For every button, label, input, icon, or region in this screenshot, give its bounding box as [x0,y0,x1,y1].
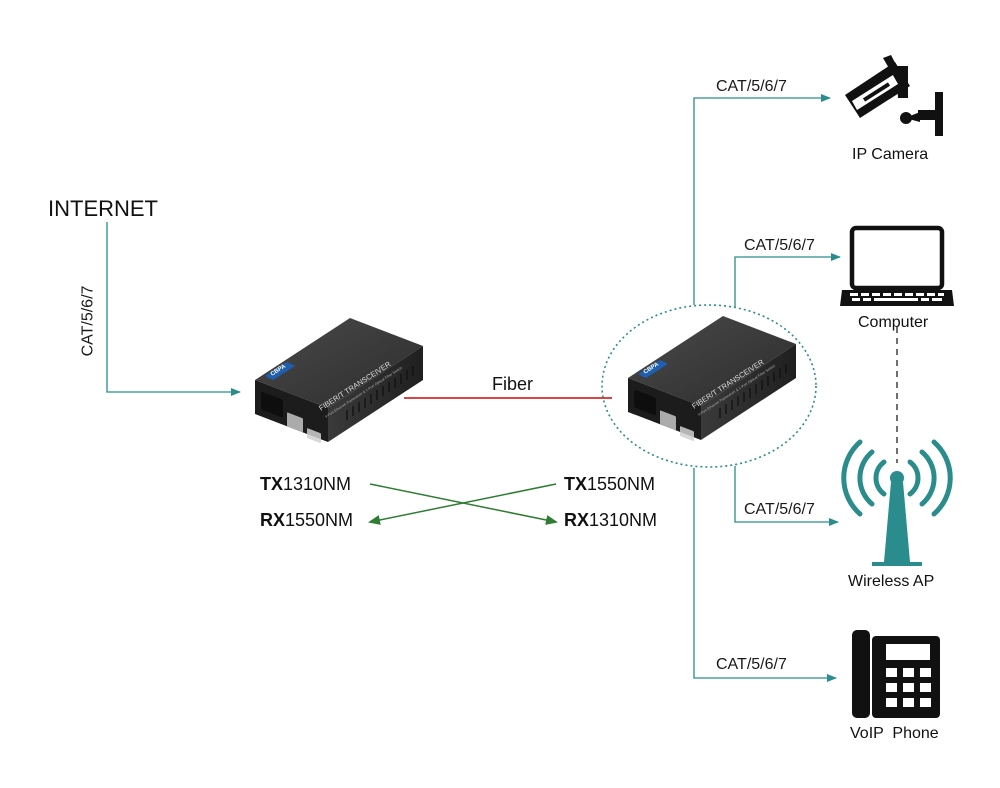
left-tx-prefix: TX [260,474,284,494]
ip-camera-label: IP Camera [852,146,929,163]
computer-cable-label: CAT/5/6/7 [744,237,815,254]
computer-label: Computer [858,314,929,331]
internet-cable-label: CAT/5/6/7 [79,285,97,357]
highlight-ellipse [601,304,817,468]
fiber-label: Fiber [492,374,534,394]
left-tx-label: TX1310NM [260,474,351,495]
right-transceiver: CBPA FIBER/T TRANSCEIVER 4-Port Ethernet… [628,316,796,442]
right-tx-prefix: TX [564,474,588,494]
right-rx-label: RX1310NM [564,510,657,531]
right-tx-value: 1550NM [587,474,656,494]
camera-cable-label: CAT/5/6/7 [716,78,787,95]
wireless-ap-icon [841,439,953,566]
phone-cable-label: CAT/5/6/7 [716,656,787,673]
voip-phone-icon [852,630,940,718]
computer-icon [840,225,954,306]
left-rx-value: 1550NM [285,510,354,530]
phone-cable [693,468,837,682]
tx1550-arrow [368,483,557,525]
right-rx-value: 1310NM [589,510,658,530]
ip-camera-icon [845,55,943,136]
internet-label: INTERNET [48,196,158,221]
camera-cable [693,94,831,305]
computer-cable [734,253,841,307]
left-rx-prefix: RX [260,510,286,530]
left-transceiver: CBPA FIBER/T TRANSCEIVER 4-Port Ethernet… [255,318,423,444]
left-tx-value: 1310NM [283,474,352,494]
ap-cable-label: CAT/5/6/7 [744,501,815,518]
left-rx-label: RX1550NM [260,510,353,531]
wireless-ap-label: Wireless AP [848,573,935,590]
right-rx-prefix: RX [564,510,590,530]
internet-cable [106,222,241,396]
voip-phone-label: VoIP Phone [850,725,939,742]
right-tx-label: TX1550NM [564,474,655,495]
ap-cable [734,466,839,526]
